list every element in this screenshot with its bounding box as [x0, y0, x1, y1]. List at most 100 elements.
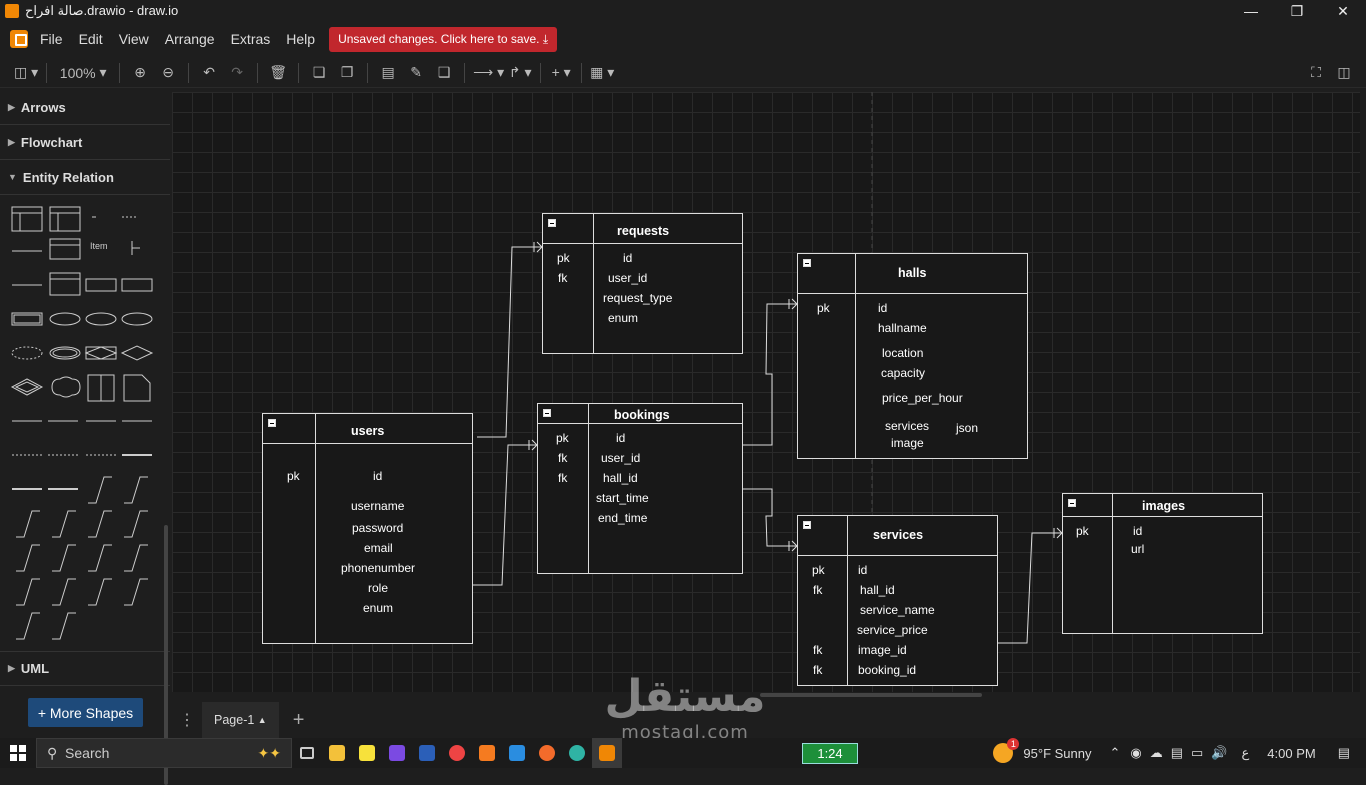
table-icon[interactable]: ▦ ▾ [590, 64, 615, 80]
collapse-icon[interactable] [548, 219, 556, 227]
notifications-icon[interactable]: ▤ [1337, 745, 1350, 760]
caret-right-icon: ▶ [8, 136, 15, 147]
entity-bookings[interactable]: bookings pk id fk user_id fk hall_id sta… [537, 403, 743, 574]
menu-view[interactable]: View [118, 31, 149, 47]
undo-icon[interactable]: ↶ [203, 64, 216, 80]
collapse-icon[interactable] [543, 409, 551, 417]
collapse-icon[interactable] [268, 419, 276, 427]
field-name: id [623, 251, 633, 265]
collapse-icon[interactable] [803, 521, 811, 529]
entity-users[interactable]: users pk id username password email phon… [262, 413, 473, 644]
entity-services[interactable]: services pk id fk hall_id service_name s… [797, 515, 998, 686]
section-arrows[interactable]: ▶Arrows [0, 90, 170, 125]
sticky-notes-icon[interactable] [352, 738, 382, 768]
system-tray: 1 95°F Sunny ⌃ ◉ ☁ ▤ ▭ 🔊 ع 4:00 PM ▤ [993, 738, 1366, 768]
vscode-icon[interactable] [502, 738, 532, 768]
taskbar-search[interactable]: ⚲ Search✦✦ [36, 738, 292, 768]
more-shapes-button[interactable]: + More Shapes [28, 698, 143, 727]
field-name: location [882, 346, 924, 360]
connector-users-bookings [472, 444, 537, 586]
close-icon[interactable]: ✕ [1337, 2, 1349, 19]
section-entity-relation[interactable]: ▼Entity Relation [0, 160, 170, 195]
menu-help[interactable]: Help [286, 31, 316, 47]
word-icon[interactable] [412, 738, 442, 768]
to-back-icon[interactable]: ❐ [340, 64, 354, 80]
delete-icon[interactable]: 🗑 [269, 64, 288, 80]
clock[interactable]: 4:00 PM [1267, 745, 1316, 761]
file-explorer-icon[interactable] [322, 738, 352, 768]
vpn-icon[interactable] [382, 738, 412, 768]
chrome-icon[interactable] [442, 738, 472, 768]
canvas-horizontal-scrollbar[interactable] [760, 693, 982, 697]
network-icon[interactable]: ▤ [1170, 745, 1184, 760]
fullscreen-icon[interactable]: ⛶ [1311, 64, 1321, 80]
entity-images[interactable]: images pk id url [1062, 493, 1263, 634]
field-name: booking_id [858, 663, 917, 677]
field-name: request_type [603, 291, 673, 305]
shadow-icon[interactable]: ❑ [437, 64, 451, 80]
connection-icon[interactable]: ⟶ ▾ [473, 64, 505, 80]
zoom-select[interactable]: 100% ▾ [59, 64, 107, 81]
line-color-icon[interactable]: ✎ [410, 64, 423, 80]
camera-icon[interactable]: ◉ [1130, 745, 1142, 760]
search-icon: ⚲ [47, 744, 58, 761]
section-uml[interactable]: ▶UML [0, 651, 170, 686]
download-icon: ⤓ [542, 31, 549, 46]
fill-color-icon[interactable]: ▤ [381, 64, 395, 80]
weather-text[interactable]: 95°F Sunny [1023, 745, 1092, 761]
unsaved-changes-button[interactable]: Unsaved changes. Click here to save. ⤓ [329, 26, 558, 52]
caret-right-icon: ▶ [8, 663, 15, 673]
field-key: fk [813, 663, 823, 677]
waypoints-icon[interactable]: ↱ ▾ [508, 64, 532, 80]
task-view-icon[interactable] [292, 738, 322, 768]
entity-title: users [351, 424, 385, 438]
cloud-icon[interactable]: ☁ [1149, 745, 1163, 760]
field-name: url [1131, 542, 1145, 556]
collapse-icon[interactable] [803, 259, 811, 267]
unsaved-changes-label: Unsaved changes. Click here to save. [338, 31, 540, 46]
entity-requests[interactable]: requests pk id fk user_id request_type e… [542, 213, 743, 354]
menu-extras[interactable]: Extras [230, 31, 271, 47]
add-page-icon[interactable]: + [292, 708, 305, 731]
to-front-icon[interactable]: ❏ [312, 64, 326, 80]
field-name: phonenumber [341, 561, 416, 575]
volume-icon[interactable]: 🔊 [1211, 745, 1228, 760]
maximize-icon[interactable]: ❐ [1290, 2, 1304, 19]
field-key: fk [813, 643, 823, 657]
battery-icon[interactable]: ▭ [1191, 745, 1204, 760]
diagram-canvas[interactable]: requests pk id fk user_id request_type e… [172, 92, 1360, 692]
collapse-icon[interactable] [1068, 499, 1076, 507]
section-flowchart[interactable]: ▶Flowchart [0, 125, 170, 160]
entity-title: bookings [614, 408, 670, 422]
watermark-latin: mostaql.com [621, 722, 749, 743]
field-key: pk [287, 469, 300, 483]
insert-icon[interactable]: + ▾ [551, 64, 571, 80]
field-name: service_name [860, 603, 935, 617]
menu-file[interactable]: File [40, 31, 63, 47]
page-tab[interactable]: Page-1 ▲ [202, 702, 279, 738]
menu-arrange[interactable]: Arrange [164, 31, 215, 47]
minimize-icon[interactable]: — [1244, 3, 1258, 19]
redo-icon[interactable]: ↷ [231, 64, 244, 80]
zoom-in-icon[interactable]: ⊕ [134, 64, 147, 80]
sidebar-toggle-icon[interactable]: ◫ [1337, 64, 1351, 80]
weather-icon[interactable]: 1 [993, 738, 1020, 763]
timer-widget[interactable]: 1:24 [802, 743, 858, 764]
shape-palette[interactable]: Item [8, 203, 158, 643]
edge-icon[interactable] [562, 738, 592, 768]
chevron-up-icon[interactable]: ⌃ [1109, 745, 1121, 760]
drawio-taskbar-icon[interactable] [592, 738, 622, 768]
postman-icon[interactable] [532, 738, 562, 768]
page-menu-icon[interactable]: ⋮ [179, 712, 195, 729]
zoom-out-icon[interactable]: ⊖ [162, 64, 175, 80]
field-name: id [616, 431, 626, 445]
menu-edit[interactable]: Edit [78, 31, 103, 47]
field-key: fk [813, 583, 823, 597]
sidebar-scrollbar[interactable] [164, 525, 168, 785]
xampp-icon[interactable] [472, 738, 502, 768]
entity-halls[interactable]: halls pk id hallname location capacity p… [797, 253, 1028, 459]
format-panel-icon[interactable]: ◫ ▾ [14, 64, 39, 80]
watermark-arabic: مستقل [604, 671, 766, 722]
language-indicator[interactable]: ع [1241, 745, 1250, 760]
windows-start-icon[interactable] [0, 745, 36, 761]
